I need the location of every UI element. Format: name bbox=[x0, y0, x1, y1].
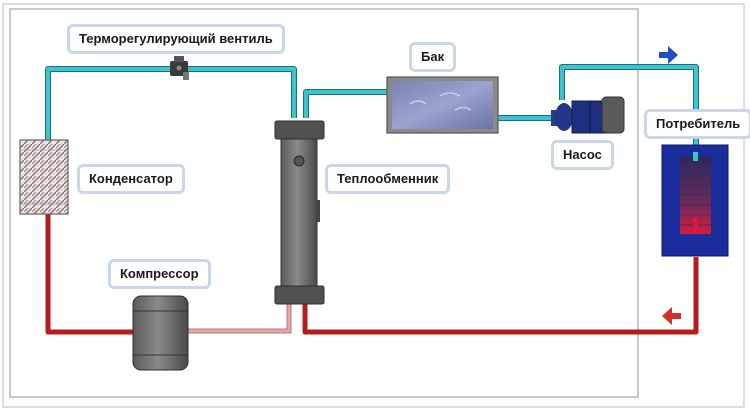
label-compressor: Компрессор bbox=[108, 259, 211, 289]
tank bbox=[386, 76, 499, 134]
hot-pipes bbox=[45, 212, 699, 335]
consumer bbox=[661, 144, 729, 257]
label-tank: Бак bbox=[409, 42, 457, 72]
label-pump: Насос bbox=[551, 140, 614, 170]
warm-pipe-outer bbox=[188, 304, 292, 334]
compressor bbox=[132, 295, 189, 371]
valve-icon bbox=[170, 56, 189, 80]
arrow-left-icon bbox=[662, 307, 681, 325]
heat-exchanger bbox=[274, 120, 325, 305]
label-consumer: Потребитель bbox=[644, 109, 750, 139]
inner-frame bbox=[9, 8, 639, 398]
label-condenser: Конденсатор bbox=[77, 164, 185, 194]
outer-frame bbox=[2, 3, 745, 408]
label-heat-exchanger: Теплообменник bbox=[325, 164, 451, 194]
condenser bbox=[19, 139, 69, 215]
pump bbox=[551, 96, 625, 134]
label-valve: Терморегулирующий вентиль bbox=[67, 24, 285, 54]
arrow-right-icon bbox=[659, 46, 678, 64]
warm-pipe bbox=[188, 304, 291, 333]
